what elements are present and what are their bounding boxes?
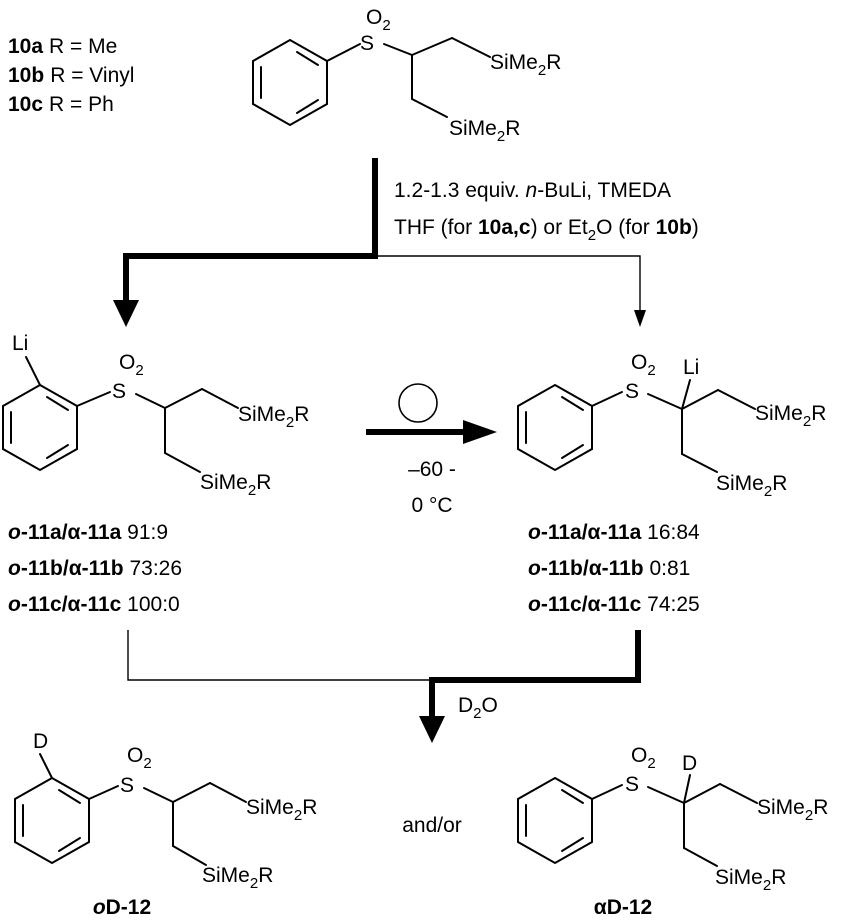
silyl-label-bottom: SiMe2R bbox=[715, 866, 786, 894]
sulfur-label: S bbox=[625, 380, 639, 403]
base-text: 1.2-1.3 equiv. n-BuLi, TMEDA bbox=[394, 179, 671, 202]
sulfonyl-oxygens: O2 bbox=[631, 351, 656, 379]
sulfonyl-oxygens: O2 bbox=[127, 744, 152, 772]
arrow-head-quench bbox=[419, 716, 445, 743]
sulfonyl-oxygens: O2 bbox=[631, 744, 656, 772]
and-or-label: and/or bbox=[402, 814, 462, 837]
ratio-row: o-11c/α-11c 100:0 bbox=[8, 593, 180, 616]
product-label-alphaD-12: αD-12 bbox=[594, 896, 652, 919]
sulfur-label: S bbox=[360, 32, 374, 55]
ratio-row: o-11a/α-11a 16:84 bbox=[528, 521, 700, 544]
temperature-line-2: 0 °C bbox=[411, 494, 452, 517]
sulfur-label: S bbox=[112, 380, 126, 403]
ratios-right: o-11a/α-11a 16:84 o-11b/α-11b 0:81 o-11c… bbox=[528, 521, 700, 616]
sulfur-label: S bbox=[120, 774, 134, 797]
benzene-ring bbox=[517, 776, 593, 865]
solvent-text: THF (for 10a,c) or Et2O (for 10b) bbox=[394, 216, 699, 244]
benzene-ring bbox=[2, 383, 78, 472]
silyl-label-bottom: SiMe2R bbox=[449, 117, 520, 145]
structure-10: S O2 SiMe2R SiMe2R bbox=[252, 6, 561, 145]
lithium-label-alpha: Li bbox=[683, 356, 699, 379]
structure-oD-12: D S O2 SiMe2R SiMe2R oD-12 bbox=[14, 730, 317, 919]
structure-o-11: Li S O2 SiMe2R SiMe2R bbox=[2, 332, 309, 499]
ratio-row: o-11c/α-11c 74:25 bbox=[528, 593, 700, 616]
silyl-label-bottom: SiMe2R bbox=[716, 472, 787, 500]
lithium-label-ortho: Li bbox=[12, 332, 28, 355]
step1-conditions: 1.2-1.3 equiv. n-BuLi, TMEDA THF (for 10… bbox=[394, 179, 699, 244]
deuterium-label-ortho: D bbox=[33, 730, 48, 753]
benzene-ring bbox=[14, 776, 90, 865]
silyl-label-top: SiMe2R bbox=[755, 402, 826, 430]
quench-arrows: D2O bbox=[127, 630, 641, 743]
arrow-head-right bbox=[634, 310, 646, 327]
silyl-label-top: SiMe2R bbox=[490, 51, 561, 79]
arrow-head-isomerization bbox=[463, 420, 497, 444]
structure-alpha-11: S O2 Li SiMe2R SiMe2R bbox=[517, 351, 826, 500]
temperature-line-1: –60 - bbox=[408, 458, 456, 481]
structure-alphaD-12: S O2 D SiMe2R SiMe2R αD-12 bbox=[517, 744, 828, 919]
silyl-label-top: SiMe2R bbox=[757, 796, 828, 824]
ratio-row: o-11a/α-11a 91:9 bbox=[8, 521, 168, 544]
arrow-head-left bbox=[113, 300, 139, 327]
quench-reagent: D2O bbox=[458, 694, 498, 722]
ratios-left: o-11a/α-11a 91:9 o-11b/α-11b 73:26 o-11c… bbox=[8, 521, 182, 616]
deuterium-label-alpha: D bbox=[682, 752, 697, 775]
silyl-label-top: SiMe2R bbox=[238, 403, 309, 431]
product-label-oD-12: oD-12 bbox=[93, 896, 151, 919]
silyl-label-top: SiMe2R bbox=[246, 796, 317, 824]
benzene-ring bbox=[517, 383, 593, 472]
silyl-label-bottom: SiMe2R bbox=[202, 864, 273, 892]
sulfur-label: S bbox=[625, 773, 639, 796]
ratio-row: o-11b/α-11b 0:81 bbox=[528, 557, 690, 580]
clock-icon bbox=[398, 383, 438, 423]
step1-arrows bbox=[113, 158, 646, 327]
ratio-row: o-11b/α-11b 73:26 bbox=[8, 557, 182, 580]
sulfonyl-oxygens: O2 bbox=[366, 6, 391, 34]
silyl-label-bottom: SiMe2R bbox=[200, 471, 271, 499]
step2-isomerization: –60 - 0 °C bbox=[366, 383, 497, 517]
sulfonyl-oxygens: O2 bbox=[119, 351, 144, 379]
benzene-ring bbox=[252, 38, 328, 127]
